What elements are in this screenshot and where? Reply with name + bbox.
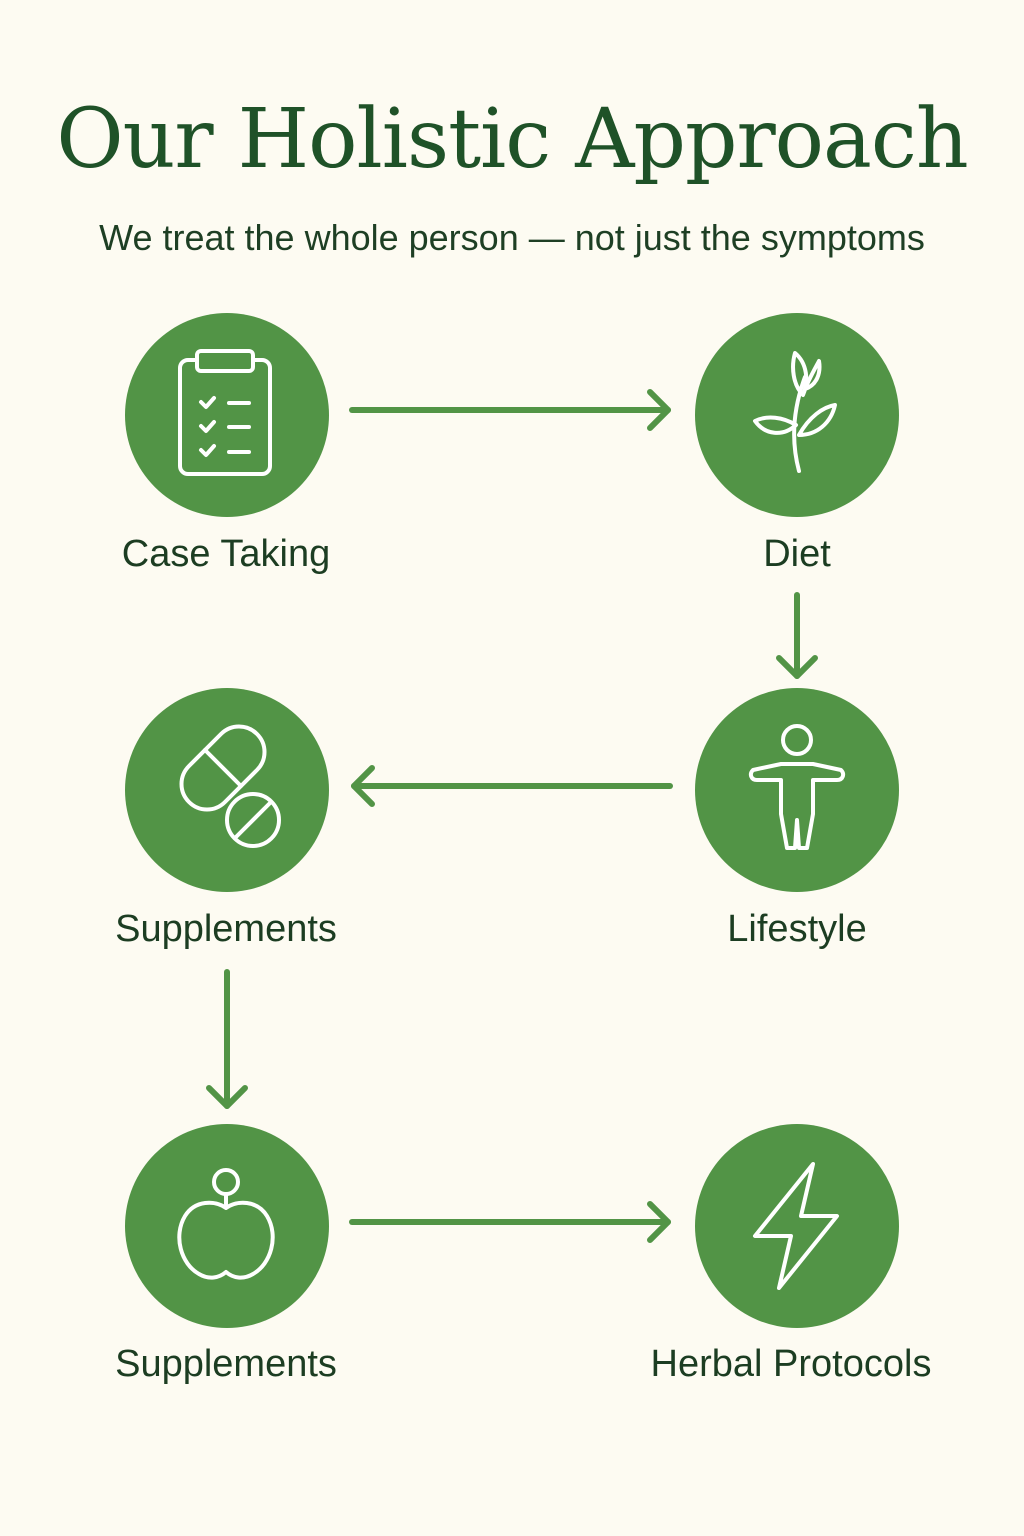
step-label-diet: Diet	[763, 533, 831, 575]
step-case-taking	[125, 313, 329, 517]
clipboard-checklist-icon	[178, 349, 272, 476]
arrow-supplements-to-herbal-protocols	[349, 1201, 671, 1243]
step-label-lifestyle: Lifestyle	[727, 908, 867, 950]
sprout-leaf-icon	[753, 351, 837, 473]
arrow-supplements-to-supplements	[206, 969, 248, 1109]
person-figure-icon	[748, 724, 846, 850]
step-supplements-apple	[125, 1124, 329, 1328]
step-label-case-taking: Case Taking	[121, 533, 331, 575]
step-supplements	[125, 688, 329, 892]
step-diet	[695, 313, 899, 517]
arrow-case-taking-to-diet	[349, 389, 671, 431]
arrow-lifestyle-to-supplements	[351, 765, 673, 807]
capsule-pill-icon	[179, 724, 281, 848]
apple-icon	[177, 1168, 275, 1280]
page-title: Our Holistic Approach	[56, 92, 968, 187]
page-subtitle: We treat the whole person — not just the…	[99, 217, 925, 258]
arrow-diet-to-lifestyle	[776, 592, 818, 679]
step-label-supplements: Supplements	[115, 908, 337, 950]
step-herbal-protocols	[695, 1124, 899, 1328]
lightning-bolt-icon	[753, 1162, 839, 1290]
step-label-supplements-2: Supplements	[115, 1343, 337, 1385]
step-lifestyle	[695, 688, 899, 892]
step-label-herbal-protocols: Herbal Protocols	[650, 1343, 932, 1385]
